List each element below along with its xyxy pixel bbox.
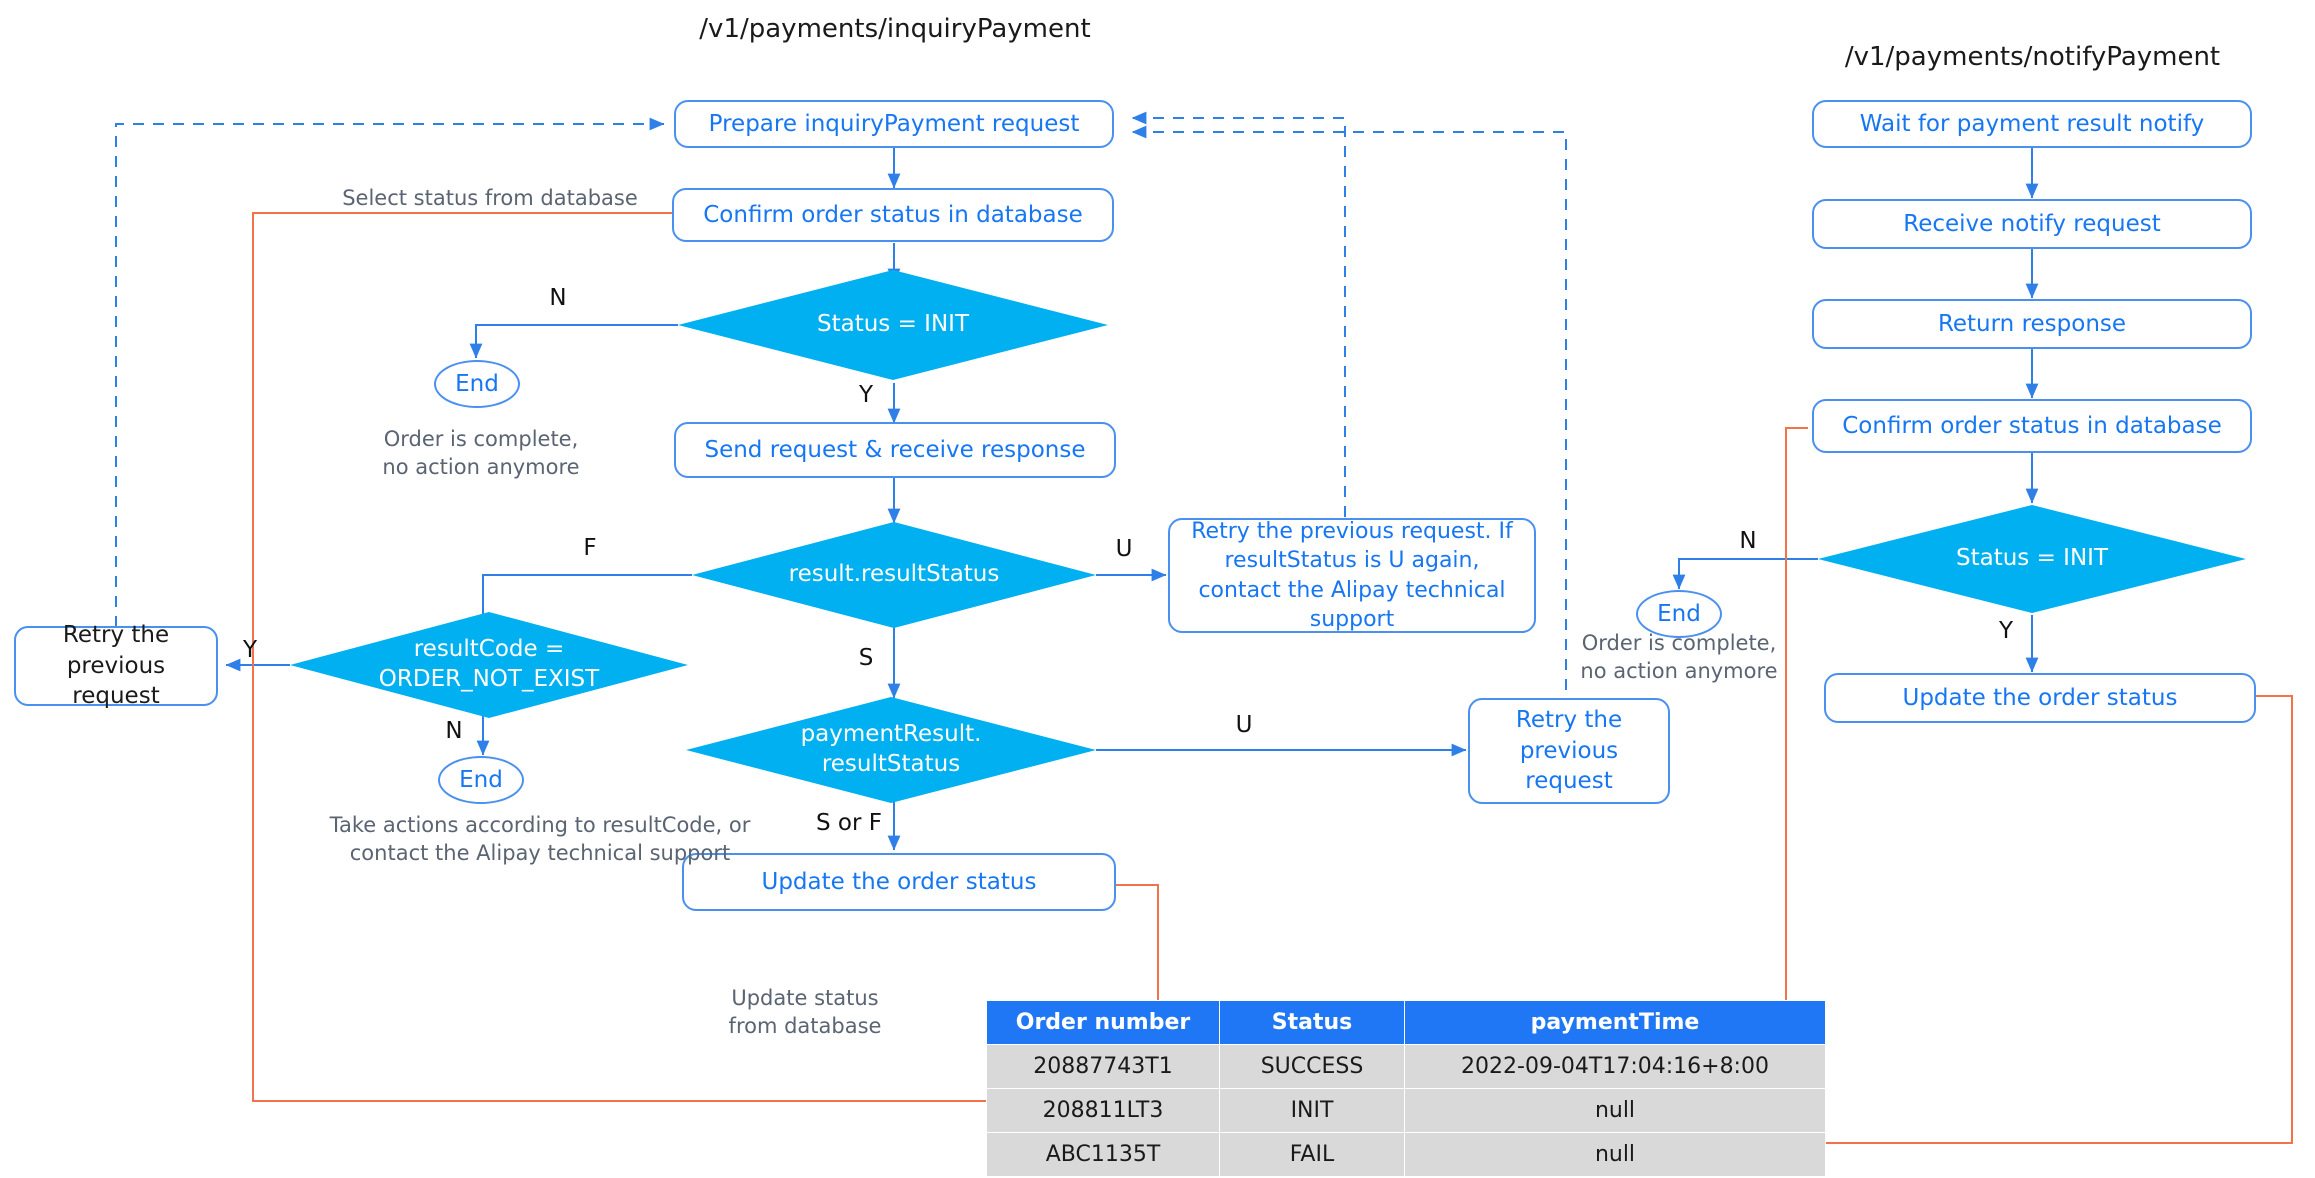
decision-status-init-right-label: Status = INIT — [1955, 545, 2108, 572]
node-retry-previous-request-unknown[interactable]: Retry the previous request. If resultSta… — [1168, 518, 1536, 633]
table-row: ABC1135T FAIL null — [986, 1132, 1826, 1177]
edge-label-result-status-fail: F — [583, 535, 597, 561]
node-update-order-status-left[interactable]: Update the order status — [682, 853, 1116, 911]
cell-order-number: 20887743T1 — [986, 1044, 1220, 1089]
node-return-response[interactable]: Return response — [1812, 299, 2252, 349]
decision-status-init[interactable]: Status = INIT — [678, 270, 1108, 380]
node-confirm-order-status-right[interactable]: Confirm order status in database — [1812, 399, 2252, 453]
order-status-table: Order number Status paymentTime 20887743… — [986, 1000, 1826, 1177]
table-header-row: Order number Status paymentTime — [986, 1000, 1826, 1045]
edge-label-status-init-no: N — [549, 285, 567, 311]
node-prepare-inquiry-request[interactable]: Prepare inquiryPayment request — [674, 100, 1114, 148]
right-flow-title: /v1/payments/notifyPayment — [1844, 42, 2221, 72]
note-order-complete-left: Order is complete, no action anymore — [382, 427, 580, 479]
edge-label-result-status-unknown: U — [1115, 536, 1133, 562]
node-send-request[interactable]: Send request & receive response — [674, 422, 1116, 478]
cell-order-number: ABC1135T — [986, 1132, 1220, 1177]
decision-result-code-label: resultCode = ORDER_NOT_EXIST — [378, 636, 600, 692]
node-retry-previous-request-left[interactable]: Retry the previous request — [14, 622, 218, 709]
table-header-status: Status — [1219, 1000, 1405, 1045]
note-select-status-from-database: Select status from database — [342, 186, 638, 210]
node-confirm-order-status[interactable]: Confirm order status in database — [672, 188, 1114, 242]
terminator-end-right: End — [1636, 590, 1722, 638]
edge-label-payment-status-unknown: U — [1235, 712, 1253, 738]
note-order-complete-right: Order is complete, no action anymore — [1580, 631, 1778, 683]
table-row: 208811LT3 INIT null — [986, 1088, 1826, 1133]
cell-order-number: 208811LT3 — [986, 1088, 1220, 1133]
decision-payment-result-status[interactable]: paymentResult. resultStatus — [686, 697, 1096, 803]
edge-label-result-code-yes: Y — [242, 637, 258, 663]
edge-label-result-code-no: N — [445, 718, 463, 744]
node-wait-payment-notify[interactable]: Wait for payment result notify — [1812, 100, 2252, 148]
cell-status: SUCCESS — [1219, 1044, 1405, 1089]
note-update-status-from-database: Update status from database — [728, 986, 882, 1038]
left-flow-title: /v1/payments/inquiryPayment — [699, 14, 1091, 44]
decision-payment-result-status-label: paymentResult. resultStatus — [800, 721, 982, 777]
cell-payment-time: null — [1404, 1088, 1826, 1133]
cell-payment-time: null — [1404, 1132, 1826, 1177]
decision-result-result-status-label: result.resultStatus — [788, 561, 1000, 588]
cell-payment-time: 2022-09-04T17:04:16+8:00 — [1404, 1044, 1826, 1089]
decision-status-init-label: Status = INIT — [816, 311, 969, 338]
node-update-order-status-right[interactable]: Update the order status — [1824, 673, 2256, 723]
edge-label-status-init-right-yes: Y — [1998, 618, 2014, 644]
decision-result-code-order-not-exist[interactable]: resultCode = ORDER_NOT_EXIST — [290, 612, 688, 718]
edge-label-payment-status-sf: S or F — [816, 810, 882, 836]
edge-label-status-init-right-no: N — [1739, 528, 1757, 554]
node-retry-previous-request-right[interactable]: Retry the previous request — [1468, 698, 1670, 804]
terminator-end-top: End — [434, 360, 520, 408]
decision-status-init-right[interactable]: Status = INIT — [1818, 505, 2246, 613]
note-take-actions: Take actions according to resultCode, or… — [329, 813, 751, 865]
cell-status: INIT — [1219, 1088, 1405, 1133]
table-header-payment-time: paymentTime — [1404, 1000, 1826, 1045]
node-receive-notify-request[interactable]: Receive notify request — [1812, 199, 2252, 249]
terminator-end-mid: End — [438, 756, 524, 804]
table-row: 20887743T1 SUCCESS 2022-09-04T17:04:16+8… — [986, 1044, 1826, 1089]
decision-result-result-status[interactable]: result.resultStatus — [692, 522, 1096, 628]
edge-label-result-status-success: S — [858, 645, 874, 671]
edge-label-status-init-yes: Y — [858, 382, 874, 408]
table-header-order-number: Order number — [986, 1000, 1220, 1045]
cell-status: FAIL — [1219, 1132, 1405, 1177]
